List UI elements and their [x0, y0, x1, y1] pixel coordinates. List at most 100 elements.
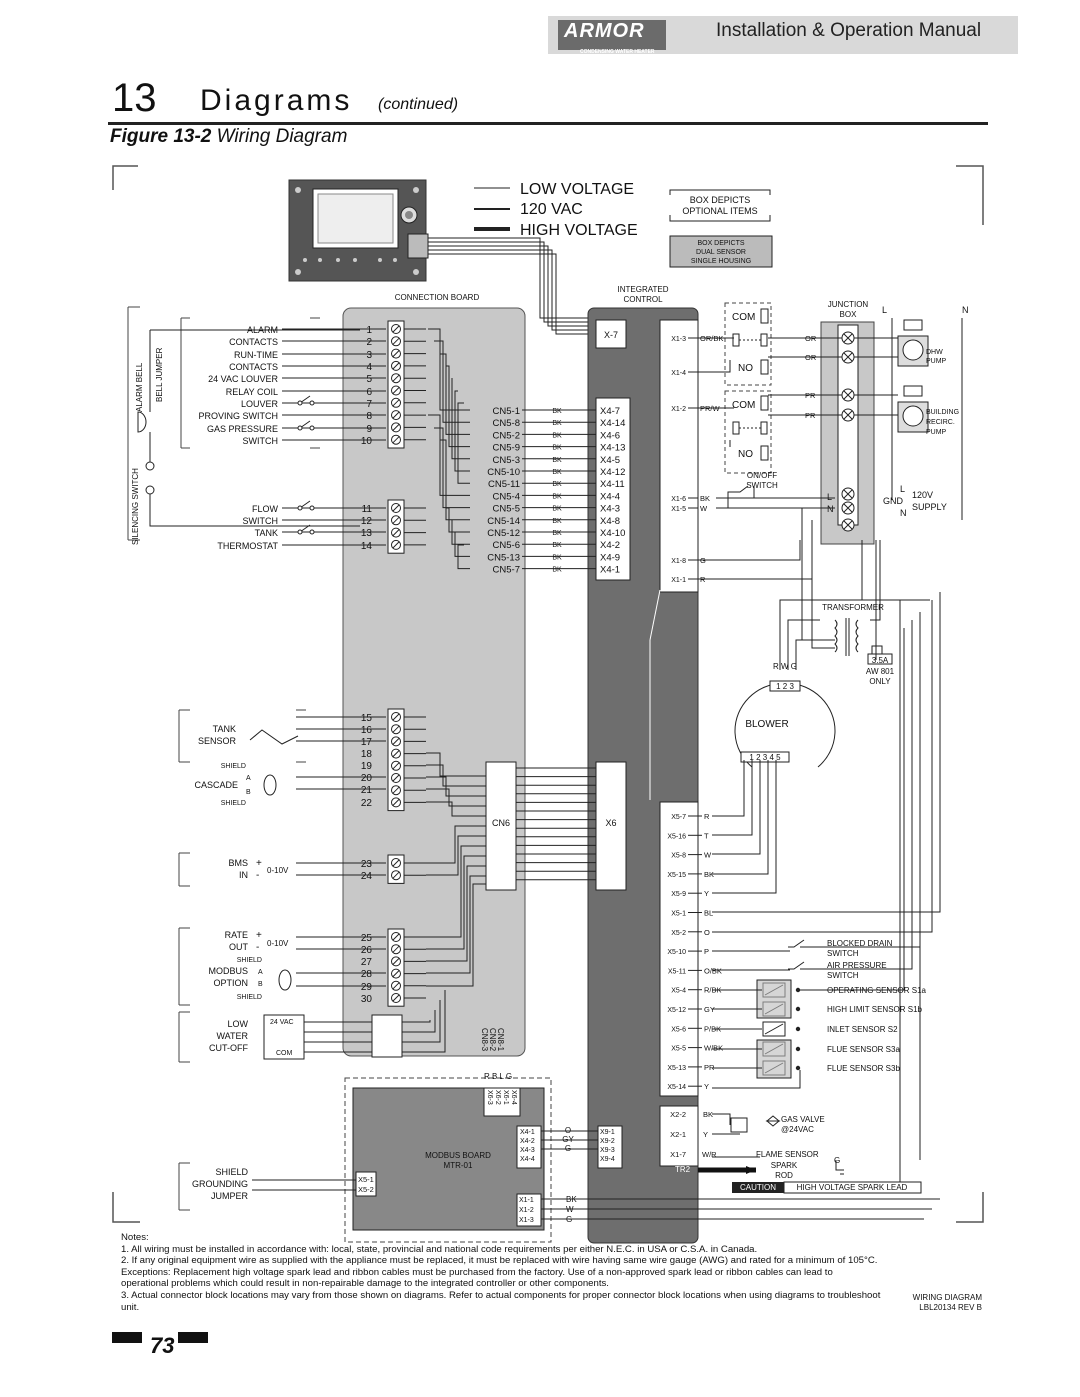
- gas-pressure-switch-icon-pin: [297, 425, 303, 431]
- device-label: SWITCH: [827, 949, 859, 958]
- notes: Notes: 1. All wiring must be installed i…: [121, 1232, 881, 1313]
- dual-sensor-housing-2: [756, 1039, 792, 1079]
- bms-minus: -: [256, 870, 259, 881]
- cn5-pin-label: CN5-6: [493, 540, 520, 551]
- cutoff-label: CUT-OFF: [209, 1043, 248, 1053]
- cn5-pin-label: CN5-11: [488, 479, 520, 490]
- terminal-strips: [387, 320, 426, 1007]
- cn6-label: CN6: [492, 818, 510, 828]
- x5-wire-color: PR: [704, 1063, 715, 1072]
- lwco-com: COM: [276, 1050, 293, 1057]
- terminal-number: 24: [361, 871, 373, 882]
- dhw-pump-symbol: [897, 319, 929, 367]
- wire-color-bk: BK: [552, 567, 562, 574]
- cn5-pin-label: CN5-2: [493, 430, 520, 441]
- x5-pin-label: X5-7: [671, 814, 686, 821]
- supply-text: SUPPLY: [912, 502, 947, 512]
- terminal-label: SWITCH: [243, 516, 279, 526]
- ribbon-cable: [428, 237, 596, 335]
- x1-small-pin: X1-1: [519, 1197, 534, 1204]
- terminal-number: 17: [361, 737, 373, 748]
- cn6-route: [426, 788, 486, 807]
- x5-wire-color: P: [704, 947, 709, 956]
- recirc-3: PUMP: [926, 429, 947, 436]
- wire-color-bk: BK: [552, 530, 562, 537]
- modbus-a: A: [258, 969, 263, 976]
- x6-label: X6: [605, 818, 616, 828]
- wire-color-bk: BK: [552, 469, 562, 476]
- x5-wire-color: O/BK: [704, 966, 722, 975]
- in-label: IN: [239, 870, 248, 880]
- figure-title: Wiring Diagram: [216, 126, 348, 147]
- cn6-route: [426, 865, 486, 962]
- control-pin-label: X1-4: [671, 370, 686, 377]
- x5-pin-label: X5-5: [671, 1046, 686, 1053]
- terminal-number: 29: [361, 982, 373, 993]
- legend-optional-2: OPTIONAL ITEMS: [682, 206, 757, 216]
- screw-slot: [392, 774, 400, 782]
- wire-color-bk: BK: [552, 554, 562, 561]
- screw-slot: [392, 982, 400, 990]
- screw-slot: [392, 362, 400, 370]
- cn5-pin-label: CN5-13: [487, 552, 520, 563]
- supply-gnd: GND: [883, 496, 904, 506]
- x4-small-pin: X4-4: [520, 1156, 535, 1163]
- terminal-label: RUN-TIME: [234, 350, 278, 360]
- figure-caption: Figure 13-2 Wiring Diagram: [110, 126, 347, 148]
- wire-color-bk: BK: [552, 493, 562, 500]
- cn6-route: [426, 776, 486, 797]
- terminal-number: 9: [366, 424, 372, 435]
- option-label: OPTION: [213, 978, 248, 988]
- rate-plus: +: [256, 930, 262, 941]
- modbus-board-model: MTR-01: [444, 1161, 473, 1170]
- terminal-cross: [843, 390, 853, 400]
- terminal-label: SWITCH: [243, 436, 279, 446]
- brand-tagline: CONDENSING WATER HEATER: [580, 49, 655, 55]
- wire-color-bk: BK: [552, 420, 562, 427]
- x5-wire-color: BK: [704, 870, 714, 879]
- x5-pin-label: X5-10: [667, 949, 686, 956]
- cn5-route: [451, 520, 470, 545]
- cn8-2: CN8-2: [488, 1028, 497, 1052]
- rate-label: RATE: [225, 930, 248, 940]
- shield-ground-2: GROUNDING: [192, 1179, 248, 1189]
- cn5-route: [434, 427, 470, 509]
- shield-ground-3: JUMPER: [211, 1191, 249, 1201]
- water-label: WATER: [217, 1031, 249, 1041]
- x1-small-pin: X1-3: [519, 1217, 534, 1224]
- terminal-strip: [387, 708, 405, 812]
- jb-l: L: [882, 305, 887, 315]
- fuse-only: ONLY: [869, 677, 891, 686]
- x5-pin-label: X5-9: [671, 891, 686, 898]
- x5-pin-label: X5-1: [671, 911, 686, 918]
- terminal-number: 25: [361, 933, 373, 944]
- terminal-number: 19: [361, 761, 373, 772]
- wire-trace: [712, 592, 941, 971]
- recirc-relay-box: [724, 390, 772, 474]
- terminal-number: 21: [361, 785, 373, 796]
- out-label: OUT: [229, 942, 249, 952]
- cn7-route: [402, 1010, 436, 1033]
- cn5-pin-label: CN5-4: [493, 491, 520, 502]
- x5-small-pin: X5-2: [358, 1185, 374, 1194]
- terminal-label: CONTACTS: [229, 362, 278, 372]
- x4-pin-label: X4-6: [600, 430, 620, 441]
- x5-wire-color: W/BK: [704, 1044, 723, 1053]
- chapter-title: Diagrams: [200, 84, 353, 117]
- screw-slot: [392, 350, 400, 357]
- cn5-pin-label: CN5-14: [487, 516, 520, 527]
- tank-thermostat-icon-pin: [309, 529, 315, 535]
- main-wiring: [698, 337, 941, 1188]
- no-1: NO: [738, 363, 753, 374]
- cn5-route: [454, 390, 470, 472]
- screw-slot: [392, 337, 400, 345]
- thermistor-diagonal: [764, 1023, 784, 1035]
- device-label: SWITCH: [827, 971, 859, 980]
- x6-pin: X6-3: [486, 1090, 493, 1105]
- shield-ground-1: SHIELD: [215, 1167, 248, 1177]
- x7-connector: [595, 319, 627, 349]
- wire-trace: [861, 540, 921, 1188]
- shield-label-2: SHIELD: [221, 800, 246, 807]
